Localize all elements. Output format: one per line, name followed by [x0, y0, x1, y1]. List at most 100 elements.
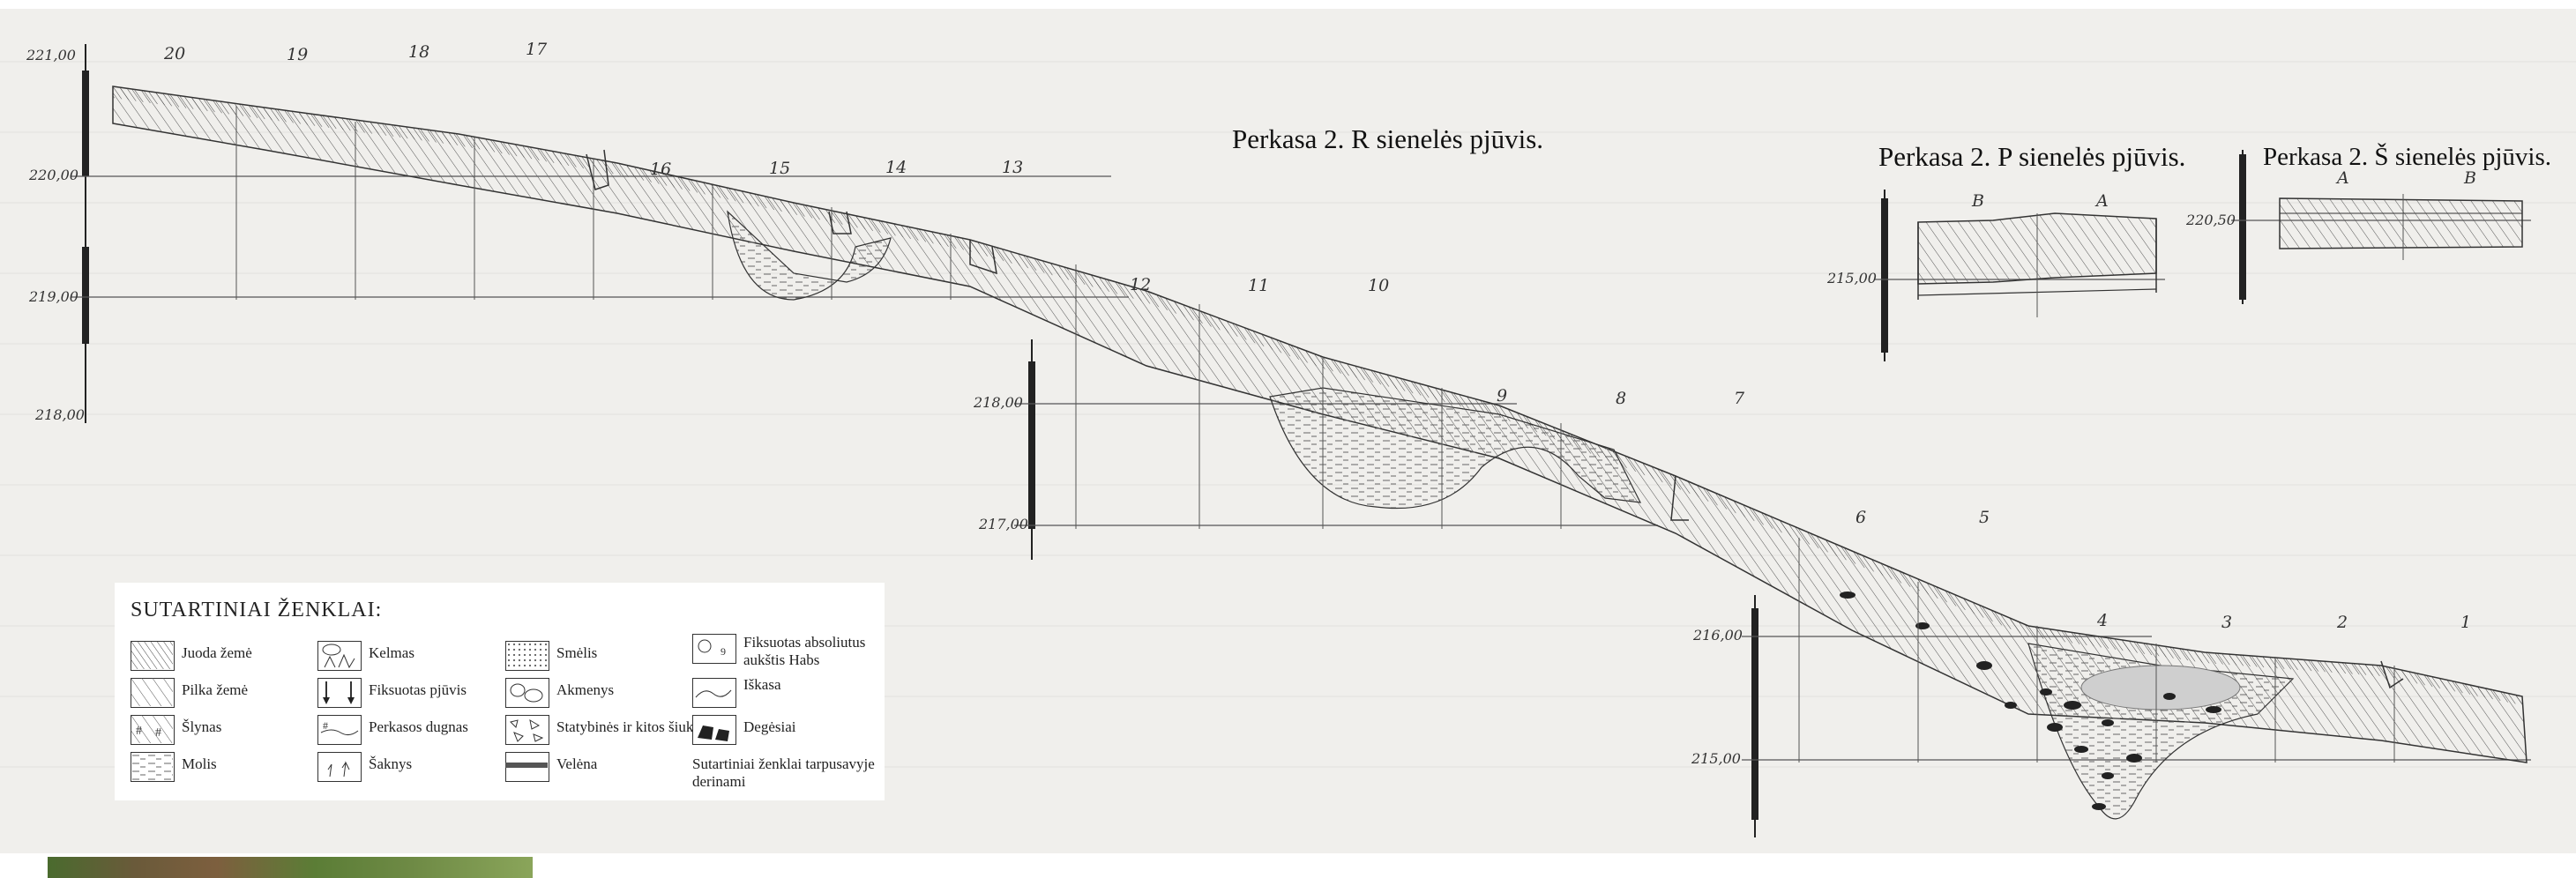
- station-8: 8: [1616, 389, 1626, 408]
- legend-label: Smėlis: [556, 644, 598, 661]
- level-staff-1: [71, 44, 1129, 423]
- elevation-218-b: 218,00: [973, 394, 1023, 411]
- station-13: 13: [1002, 158, 1023, 177]
- s-mark-b: B: [2463, 168, 2476, 188]
- legend-item-debris: Statybinės ir kitos šiukšlės: [505, 715, 716, 745]
- station-15: 15: [769, 159, 790, 178]
- legend-label: Molis: [182, 755, 217, 772]
- s-wall-title: Perkasa 2. Š sienelės pjūvis.: [2263, 143, 2552, 171]
- legend-item-turf: Velėna: [505, 752, 597, 782]
- legend-title: SUTARTINIAI ŽENKLAI:: [131, 599, 383, 621]
- debris-icon: [505, 715, 549, 745]
- station-19: 19: [287, 45, 308, 64]
- station-4: 4: [2096, 611, 2108, 630]
- legend-label: Šaknys: [369, 755, 413, 772]
- roots-icon: [317, 752, 362, 782]
- legend-item-abs-height: 9 Fiksuotas absoliutus aukštis Habs: [692, 634, 885, 669]
- legend-label: Statybinės ir kitos šiukšlės: [556, 718, 716, 735]
- legend-note-text: Sutartiniai ženklai tarpusavyje derinami: [692, 755, 875, 790]
- s-wall-profile: 220,50 A B: [2185, 150, 2531, 304]
- svg-text:#: #: [155, 726, 161, 740]
- elevation-221: 221,00: [26, 47, 76, 63]
- profile-drawing: 20 19 18 17 16 15 14 13 12 11 10 9 8 7 6…: [0, 40, 2576, 837]
- drawing-sheet: 20 19 18 17 16 15 14 13 12 11 10 9 8 7 6…: [0, 9, 2576, 853]
- burnt-marks: [1840, 592, 2221, 810]
- station-7: 7: [1734, 389, 1745, 408]
- svg-text:#: #: [136, 725, 142, 738]
- station-9: 9: [1497, 386, 1507, 406]
- legend-item-grey-earth: Pilka žemė: [131, 678, 248, 708]
- station-3: 3: [2221, 613, 2232, 632]
- legend-item-trench-bottom: # Perkasos dugnas: [317, 715, 468, 745]
- legend-item-stones: Akmenys: [505, 678, 614, 708]
- legend-label: Iškasa: [743, 676, 781, 693]
- legend-item-stump: Kelmas: [317, 641, 414, 671]
- legend-label: Perkasos dugnas: [369, 718, 468, 735]
- fixed-section-icon: [317, 678, 362, 708]
- legend-item-clay: Molis: [131, 752, 217, 782]
- legend-note: Sutartiniai ženklai tarpusavyje derinami: [692, 752, 885, 791]
- station-12: 12: [1130, 275, 1151, 294]
- elevation-219: 219,00: [28, 288, 78, 305]
- station-10: 10: [1368, 276, 1389, 295]
- station-6: 6: [1855, 508, 1866, 527]
- station-17: 17: [526, 40, 548, 59]
- p-wall-title: Perkasa 2. P sienelės pjūvis.: [1878, 141, 2186, 172]
- legend-item-fixed-section: Fiksuotas pjūvis: [317, 678, 467, 708]
- svg-text:#: #: [323, 719, 328, 732]
- p-mark-b: B: [1971, 191, 1984, 211]
- p-elevation-215: 215,00: [1826, 270, 1877, 286]
- station-14: 14: [885, 158, 907, 177]
- elevation-217: 217,00: [978, 516, 1028, 532]
- photo-thumbnail: [48, 857, 533, 878]
- station-16: 16: [650, 160, 671, 179]
- elevation-216: 216,00: [1692, 627, 1743, 644]
- dug-icon: [692, 678, 736, 708]
- grey-earth-swatch: [131, 678, 175, 708]
- r-wall-profile: 20 19 18 17 16 15 14 13 12 11 10 9 8 7 6…: [26, 40, 2531, 837]
- legend-label: Fiksuotas absoliutus aukštis Habs: [743, 634, 866, 668]
- s-mark-a: A: [2335, 168, 2349, 188]
- abs-height-icon: 9: [692, 634, 736, 664]
- station-18: 18: [408, 42, 429, 62]
- legend-label: Juoda žemė: [182, 644, 252, 661]
- legend-item-slope: ## Šlynas: [131, 715, 221, 745]
- p-wall-profile: 215,00 B A: [1826, 190, 2165, 361]
- legend-item-dug: Iškasa: [692, 676, 781, 708]
- elevation-220: 220,00: [28, 167, 78, 183]
- clay-swatch: [131, 752, 175, 782]
- legend-item-black-earth: Juoda žemė: [131, 641, 252, 671]
- legend-label: Kelmas: [369, 644, 414, 661]
- legend-label: Fiksuotas pjūvis: [369, 681, 467, 698]
- station-2: 2: [2336, 613, 2348, 632]
- photo-strip: [533, 857, 2543, 878]
- legend-label: Degėsiai: [743, 718, 796, 735]
- s-elevation-22050: 220,50: [2185, 212, 2236, 228]
- legend-item-burnt: Degėsiai: [692, 715, 795, 745]
- legend-label: Pilka žemė: [182, 681, 249, 698]
- posts: [586, 149, 2404, 689]
- r-wall-title: Perkasa 2. R sienelės pjūvis.: [1232, 123, 1544, 154]
- elevation-218: 218,00: [34, 406, 85, 423]
- burnt-icon: [692, 715, 736, 745]
- black-earth-swatch: [131, 641, 175, 671]
- stones-icon: [505, 678, 549, 708]
- legend-item-sand: Smėlis: [505, 641, 597, 671]
- elevation-215: 215,00: [1691, 750, 1741, 767]
- legend-label: Šlynas: [182, 718, 222, 735]
- legend-label: Velėna: [556, 755, 598, 772]
- station-20: 20: [163, 44, 185, 63]
- stump-icon: [317, 641, 362, 671]
- slope-swatch: ##: [131, 715, 175, 745]
- station-11: 11: [1248, 276, 1269, 295]
- turf-swatch: [505, 752, 549, 782]
- svg-text:9: 9: [721, 645, 726, 658]
- station-1: 1: [2460, 613, 2471, 632]
- legend-item-roots: Šaknys: [317, 752, 412, 782]
- legend: SUTARTINIAI ŽENKLAI: Juoda žemė Pilka že…: [115, 583, 885, 800]
- sand-swatch: [505, 641, 549, 671]
- station-5: 5: [1979, 508, 1990, 527]
- trench-bottom-icon: #: [317, 715, 362, 745]
- legend-label: Akmenys: [556, 681, 615, 698]
- p-mark-a: A: [2094, 191, 2109, 211]
